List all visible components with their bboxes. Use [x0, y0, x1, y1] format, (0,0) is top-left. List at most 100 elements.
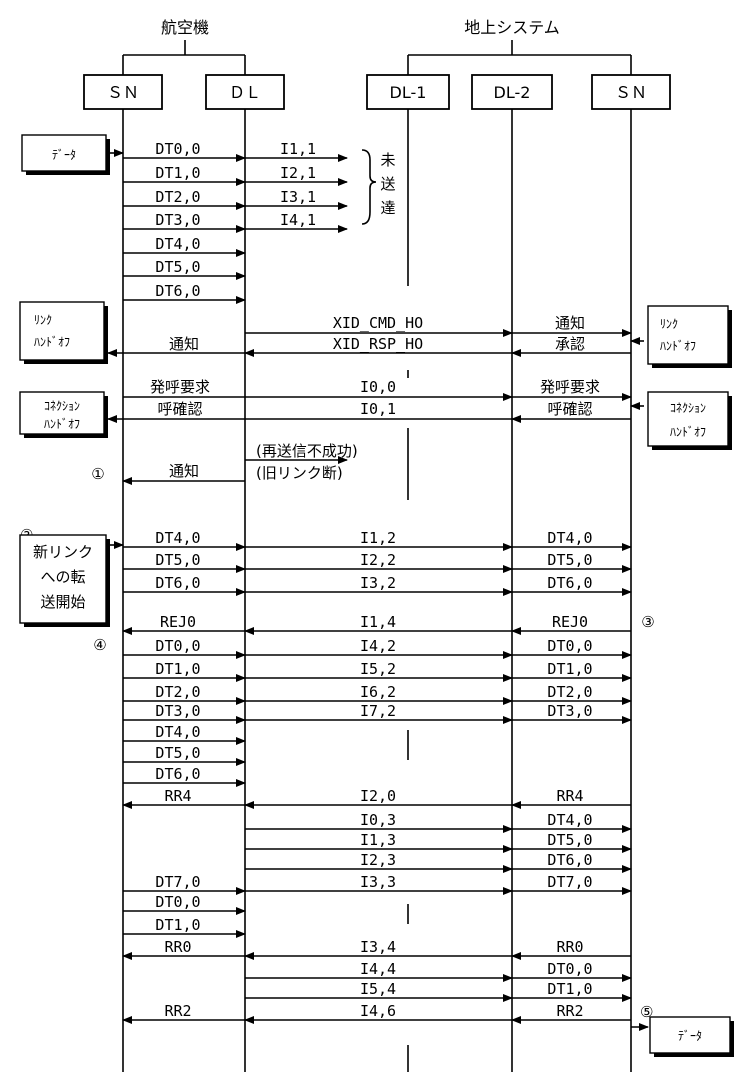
msg-sn-dl-5-label: DT5,0 — [155, 258, 200, 276]
row-0-mid-label: I1,2 — [360, 529, 396, 547]
row-13-mid-label: I1,3 — [360, 831, 396, 849]
notify-right-label: 通知 — [555, 314, 585, 332]
row-20-mid-label: I5,4 — [360, 980, 396, 998]
row-6-left-label: DT2,0 — [155, 683, 200, 701]
msg-sn-dl-3-label: DT3,0 — [155, 211, 200, 229]
circle-4: ④ — [93, 636, 106, 654]
row-2-right-label: DT6,0 — [547, 574, 592, 592]
conn-left-box — [19, 391, 105, 435]
row-19-mid-label: I4,4 — [360, 960, 396, 978]
row-20-right-label: DT1,0 — [547, 980, 592, 998]
ground-group-label: 地上システム — [464, 18, 560, 37]
row-10-left-label: DT6,0 — [155, 765, 200, 783]
row-7-left-label: DT3,0 — [155, 702, 200, 720]
call-req-i00-label: I0,0 — [360, 378, 396, 396]
row-5-left-label: DT1,0 — [155, 660, 200, 678]
handoff-right-label-1: ﾘﾝｸ — [660, 317, 678, 331]
row-18-left-label: RR0 — [164, 938, 191, 956]
row-1-right-label: DT5,0 — [547, 551, 592, 569]
row-0-right-label: DT4,0 — [547, 529, 592, 547]
conn-left-label-2: ﾊﾝﾄﾞｵﾌ — [44, 417, 80, 431]
row-12-mid-label: I0,3 — [360, 811, 396, 829]
new-link-box — [19, 534, 107, 624]
row-4-right-label: DT0,0 — [547, 637, 592, 655]
row-14-mid-label: I2,3 — [360, 851, 396, 869]
notify-left-label: 通知 — [169, 335, 199, 353]
xid-rsp-label: XID_RSP_HO — [333, 335, 423, 353]
row-18-mid-label: I3,4 — [360, 938, 396, 956]
row-3-mid-label: I1,4 — [360, 613, 396, 631]
msg-dl-i-1-label: I2,1 — [280, 164, 316, 182]
circle-3: ③ — [641, 613, 654, 631]
conn-left-label-1: ｺﾈｸｼｮﾝ — [44, 399, 80, 413]
msg-sn-dl-2-label: DT2,0 — [155, 188, 200, 206]
new-link-label-3: 送開始 — [40, 593, 85, 611]
row-9-left-label: DT5,0 — [155, 744, 200, 762]
handoff-left-box — [19, 301, 105, 361]
row-6-right-label: DT2,0 — [547, 683, 592, 701]
row-12-right-label: DT4,0 — [547, 811, 592, 829]
note-old-link-break: (旧リンク断) — [256, 464, 343, 482]
dl2-ground-box-label: DL-2 — [494, 83, 531, 102]
aircraft-group-label: 航空機 — [161, 18, 209, 37]
xid-cmd-label: XID_CMD_HO — [333, 314, 423, 332]
row-15-mid-label: I3,3 — [360, 873, 396, 891]
row-11-right-label: RR4 — [556, 787, 583, 805]
row-1-mid-label: I2,2 — [360, 551, 396, 569]
row-17-left-label: DT1,0 — [155, 916, 200, 934]
row-18-right-label: RR0 — [556, 938, 583, 956]
conn-right-label-2: ﾊﾝﾄﾞｵﾌ — [670, 425, 706, 439]
row-3-left-label: REJ0 — [160, 613, 196, 631]
unsent-char-2: 達 — [380, 199, 395, 217]
dl2-ground-box — [471, 74, 553, 110]
row-15-left-label: DT7,0 — [155, 873, 200, 891]
msg-sn-dl-6-label: DT6,0 — [155, 282, 200, 300]
call-conf-i01-label: I0,1 — [360, 400, 396, 418]
dl1-ground-box — [366, 74, 450, 110]
sn-aircraft-box — [83, 74, 163, 110]
conn-right-label-1: ｺﾈｸｼｮﾝ — [670, 401, 706, 415]
unsent-char-1: 送 — [380, 175, 395, 193]
msg-sn-dl-1-label: DT1,0 — [155, 164, 200, 182]
row-7-right-label: DT3,0 — [547, 702, 592, 720]
conn-right-box — [647, 391, 729, 447]
row-5-mid-label: I5,2 — [360, 660, 396, 678]
dl-aircraft-box-label: ＤＬ — [229, 83, 261, 102]
row-19-right-label: DT0,0 — [547, 960, 592, 978]
row-5-right-label: DT1,0 — [547, 660, 592, 678]
msg-sn-dl-0-label: DT0,0 — [155, 140, 200, 158]
row-4-left-label: DT0,0 — [155, 637, 200, 655]
ack-label: 承認 — [555, 335, 585, 353]
call-req-right-label: 発呼要求 — [540, 378, 600, 396]
data-in-label: ﾃﾞｰﾀ — [52, 148, 76, 162]
sn-ground-box-label: ＳＮ — [615, 83, 647, 102]
row-15-right-label: DT7,0 — [547, 873, 592, 891]
note-retransmit-fail: (再送信不成功) — [256, 442, 358, 460]
msg-dl-i-2-label: I3,1 — [280, 188, 316, 206]
row-11-mid-label: I2,0 — [360, 787, 396, 805]
row-8-left-label: DT4,0 — [155, 723, 200, 741]
handoff-left-label-2: ﾊﾝﾄﾞｵﾌ — [34, 335, 70, 349]
row-0-left-label: DT4,0 — [155, 529, 200, 547]
call-conf-left-label: 呼確認 — [157, 400, 202, 418]
notify2-label: 通知 — [169, 462, 199, 480]
call-conf-right-label: 呼確認 — [547, 400, 592, 418]
handoff-right-label-2: ﾊﾝﾄﾞｵﾌ — [660, 339, 696, 353]
dl1-ground-box-label: DL-1 — [390, 83, 427, 102]
row-21-right-label: RR2 — [556, 1002, 583, 1020]
msg-dl-i-0-label: I1,1 — [280, 140, 316, 158]
handoff-left-label-1: ﾘﾝｸ — [34, 313, 52, 327]
row-2-left-label: DT6,0 — [155, 574, 200, 592]
row-14-right-label: DT6,0 — [547, 851, 592, 869]
data-in-box — [21, 134, 107, 172]
new-link-label-2: への転 — [40, 568, 85, 586]
unsent-char-0: 未 — [380, 151, 395, 169]
handoff-right-box — [647, 305, 729, 365]
unsent-brace — [361, 149, 377, 225]
msg-dl-i-3-label: I4,1 — [280, 211, 316, 229]
row-1-left-label: DT5,0 — [155, 551, 200, 569]
row-4-mid-label: I4,2 — [360, 637, 396, 655]
new-link-label-1: 新リンク — [33, 543, 93, 561]
circle-1: ① — [91, 465, 104, 483]
